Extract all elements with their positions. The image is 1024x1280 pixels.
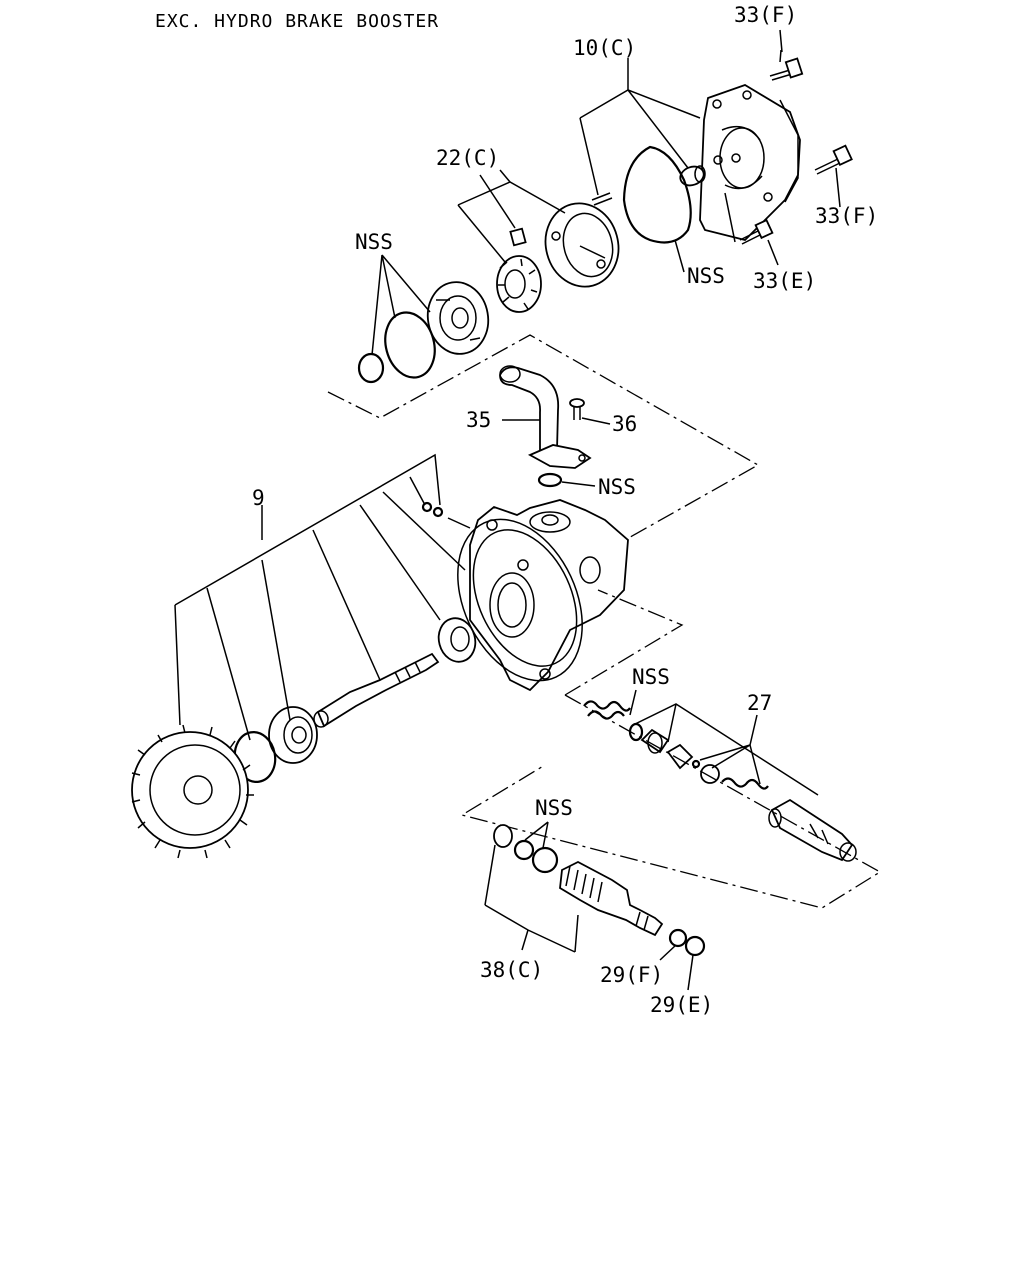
label-nss-spring: NSS [632, 665, 670, 689]
connector-oring-large [531, 846, 559, 874]
label-nss-seals: NSS [355, 230, 393, 254]
label-36: 36 [612, 412, 637, 436]
label-29f: 29(F) [600, 963, 663, 987]
valve-seat [700, 764, 720, 784]
label-38c: 38(C) [480, 958, 543, 982]
valve-group-leader [629, 689, 819, 796]
label-33f-right: 33(F) [815, 204, 878, 228]
union-connector [559, 860, 664, 937]
label-nss-pipe-oring: NSS [598, 475, 636, 499]
small-pin-a [421, 501, 433, 513]
elbow-pipe [499, 365, 592, 469]
label-leaders [499, 29, 783, 487]
pump-housing [457, 499, 629, 692]
shaft-group-leader [174, 453, 471, 741]
valve-boundary [460, 694, 882, 909]
label-29e: 29(E) [650, 993, 713, 1017]
shaft-seal [437, 617, 477, 663]
label-33e: 33(E) [753, 269, 816, 293]
vane [509, 227, 527, 247]
shaft-bearing [268, 706, 318, 764]
connector-oring-small [513, 839, 535, 861]
small-oring [357, 352, 385, 384]
valve-piston [666, 743, 701, 770]
label-33f-top: 33(F) [734, 3, 797, 27]
upper-assembly-boundary [327, 334, 760, 541]
cover-group-leader [579, 58, 701, 196]
cover-gasket [622, 145, 692, 244]
label-9: 9 [252, 486, 265, 510]
bolt-33f-top [769, 49, 804, 81]
label-10c: 10(C) [573, 36, 636, 60]
oring-29f [668, 928, 688, 948]
label-35: 35 [466, 408, 491, 432]
flow-control-valve [768, 798, 857, 862]
large-oring [384, 311, 436, 379]
small-pin-b [432, 506, 444, 518]
dowel-pin [591, 192, 613, 206]
label-nss-gasket: NSS [687, 264, 725, 288]
rotor [496, 255, 542, 313]
label-22c: 22(C) [436, 146, 499, 170]
pipe-bolt [569, 398, 585, 420]
bolt-33f-right [814, 144, 853, 208]
label-nss-connector: NSS [535, 796, 573, 820]
connector-seat [493, 824, 513, 848]
drive-gear [131, 724, 254, 859]
connector-group-leader [484, 821, 694, 991]
valve-cap [640, 728, 670, 754]
rear-cover-plate [699, 84, 801, 241]
oring-29e [684, 935, 706, 957]
diagram-title: EXC. HYDRO BRAKE BOOSTER [155, 11, 439, 32]
seal-rings-leader [371, 254, 431, 356]
pressure-plate [426, 281, 490, 355]
valve-spring [721, 777, 769, 790]
relief-spring [583, 700, 631, 720]
drive-shaft [313, 652, 440, 728]
housing-boundary [564, 589, 684, 696]
cam-ring [544, 202, 620, 288]
dowel-sleeve [679, 165, 706, 187]
label-27: 27 [747, 691, 772, 715]
bolt-33e [724, 192, 779, 266]
pipe-oring [537, 472, 563, 488]
